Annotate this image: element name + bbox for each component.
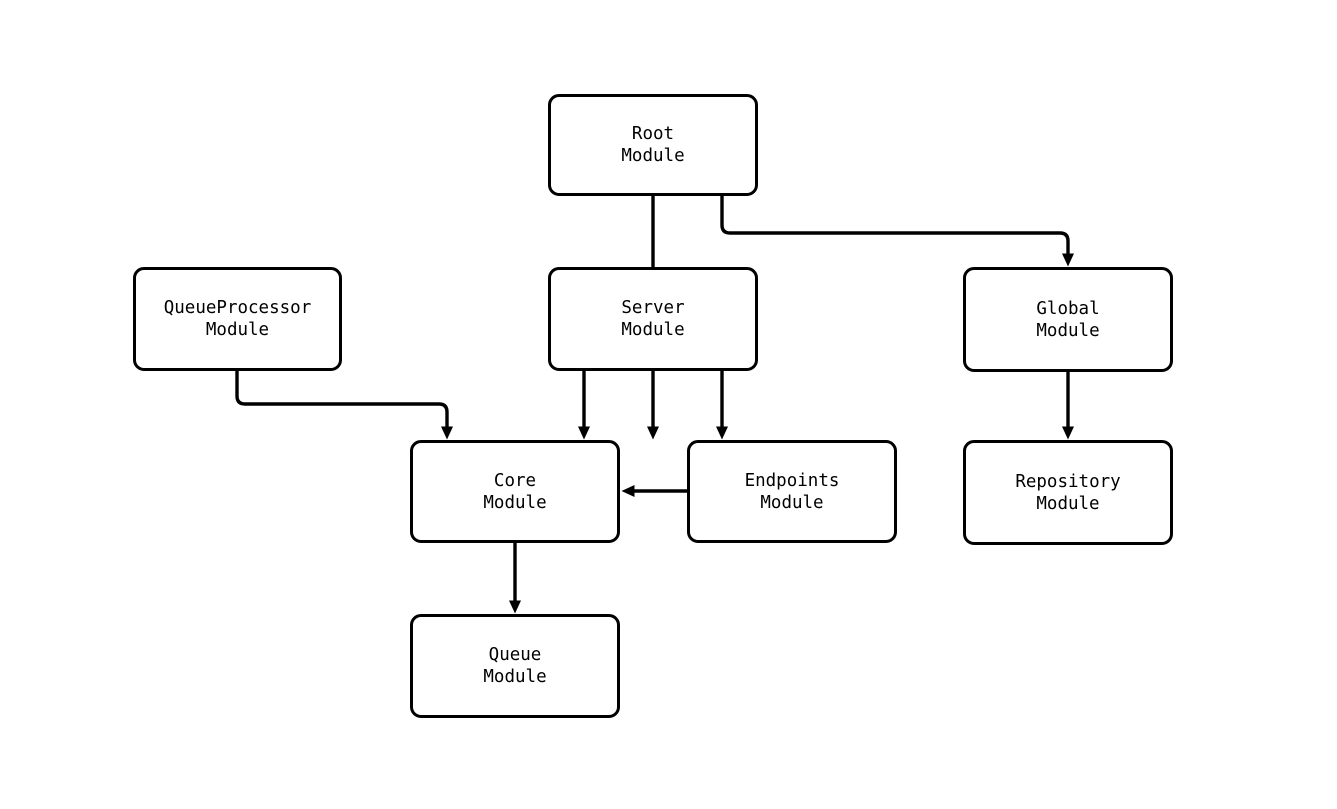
node-endpoints-module[interactable]: Endpoints Module	[687, 440, 897, 543]
node-root-module[interactable]: Root Module	[548, 94, 758, 196]
node-queue-module[interactable]: Queue Module	[410, 614, 620, 718]
node-queue-module-label: Queue Module	[483, 645, 547, 687]
node-core-module[interactable]: Core Module	[410, 440, 620, 543]
node-global-module[interactable]: Global Module	[963, 267, 1173, 372]
node-global-module-label: Global Module	[1036, 298, 1100, 341]
node-endpoints-module-label: Endpoints Module	[744, 470, 840, 513]
node-queueprocessor-module[interactable]: QueueProcessor Module	[133, 267, 342, 371]
node-server-module[interactable]: Server Module	[548, 267, 758, 371]
edge-queueprocessor-to-core	[235, 371, 453, 440]
node-core-module-label: Core Module	[483, 470, 547, 513]
node-repository-module-label: Repository Module	[1015, 471, 1121, 514]
edge-root-to-global	[720, 196, 1074, 267]
node-root-module-label: Root Module	[621, 124, 685, 166]
node-repository-module[interactable]: Repository Module	[963, 440, 1173, 545]
node-server-module-label: Server Module	[621, 298, 685, 340]
node-queueprocessor-module-label: QueueProcessor Module	[163, 298, 312, 340]
